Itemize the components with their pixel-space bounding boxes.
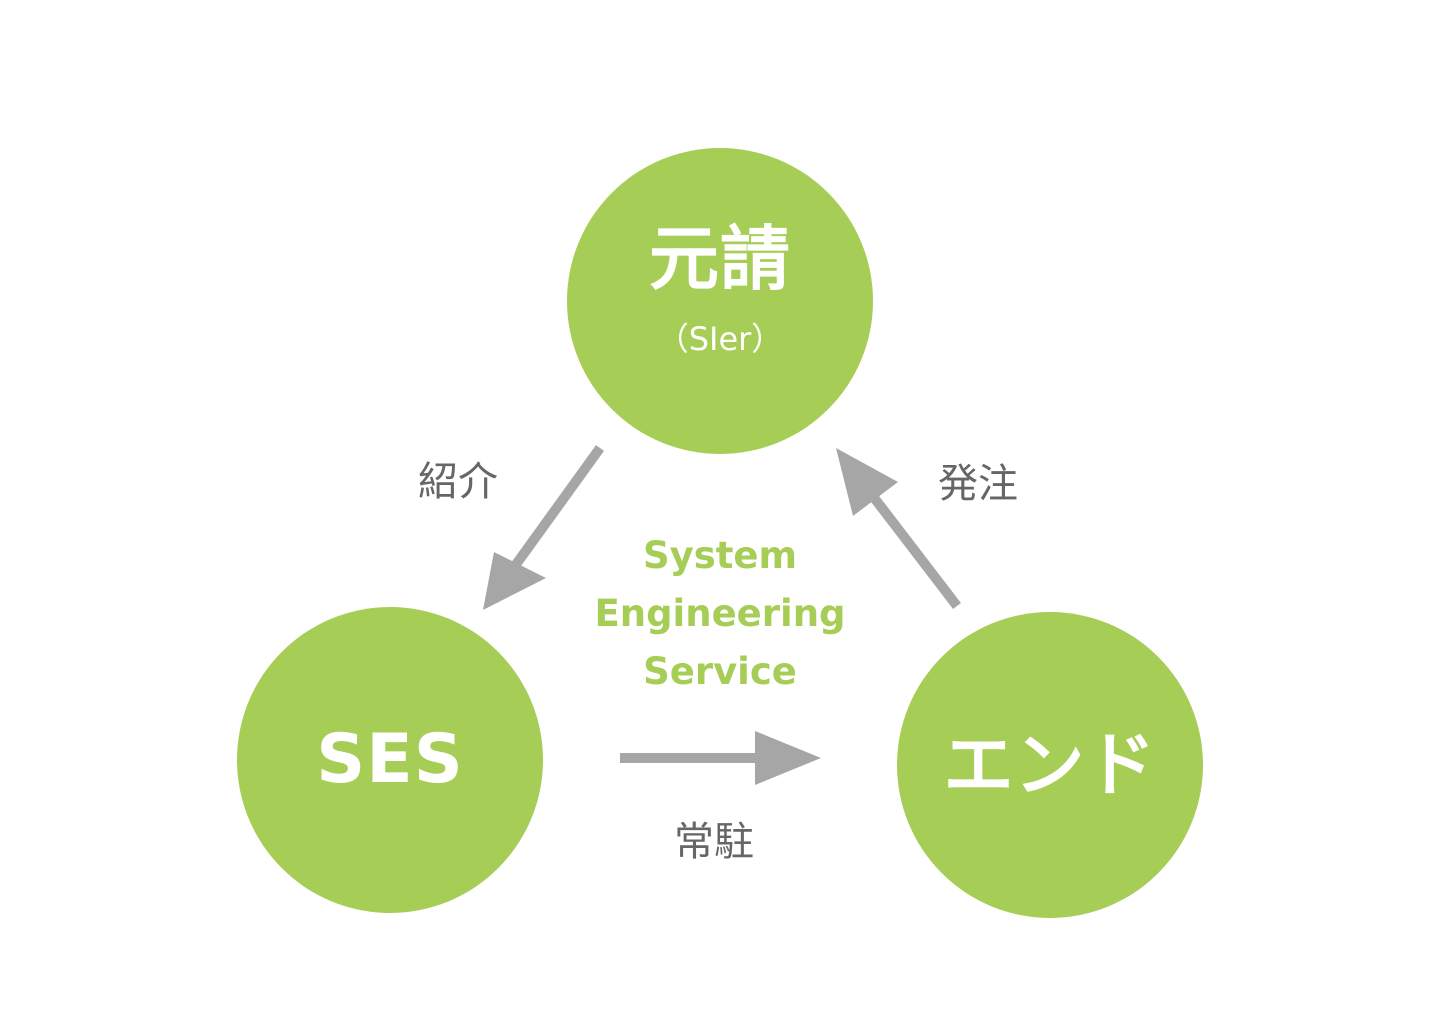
node-prime-contractor: 元請 （SIer） bbox=[567, 148, 873, 454]
center-line-3: Service bbox=[643, 650, 797, 693]
arrow-order bbox=[836, 448, 961, 610]
edge-label-resident: 常駐 bbox=[674, 819, 754, 865]
center-caption: System Engineering Service bbox=[560, 527, 880, 701]
node-title: 元請 bbox=[649, 218, 791, 300]
edge-label-intro: 紹介 bbox=[418, 459, 498, 505]
node-subtitle: （SIer） bbox=[656, 320, 784, 358]
center-line-1: System bbox=[642, 534, 798, 577]
node-ses: SES bbox=[237, 607, 543, 913]
node-title: SES bbox=[316, 720, 464, 799]
arrow-intro bbox=[483, 445, 605, 610]
node-end-client: エンド bbox=[897, 612, 1203, 918]
arrow-resident bbox=[620, 731, 821, 785]
center-line-2: Engineering bbox=[594, 592, 846, 635]
edge-label-order: 発注 bbox=[938, 461, 1018, 507]
node-title: エンド bbox=[943, 724, 1157, 806]
